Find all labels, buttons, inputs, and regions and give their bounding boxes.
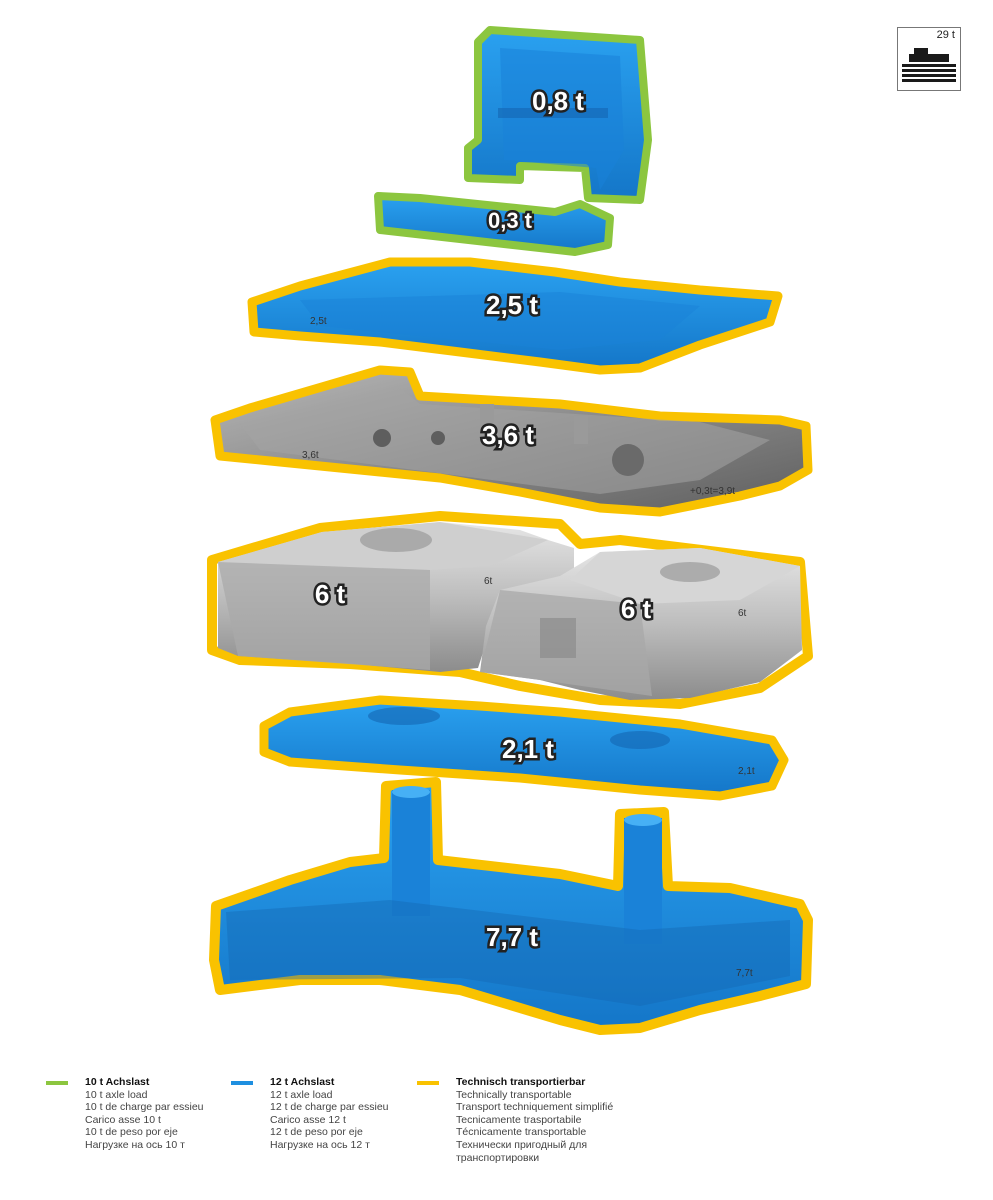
- legend-line: 10 t de charge par essieu: [85, 1101, 204, 1114]
- legend-line: 12 t axle load: [270, 1088, 333, 1101]
- part-6t-right: 6t 6 t: [480, 548, 802, 700]
- legend-swatch-green: [46, 1081, 68, 1085]
- legend-line: Técnicamente transportable: [456, 1126, 587, 1139]
- weight-label-0-3t: 0,3 t: [488, 208, 533, 233]
- part-3-6t: 3,6t +0,3t=3,9t 3,6 t: [210, 365, 813, 517]
- legend-line: 12 t de charge par essieu: [270, 1101, 389, 1114]
- legend-line: транспортировки: [456, 1151, 540, 1164]
- stamp-7-7t: 7,7t: [736, 968, 753, 979]
- part-2-5t: 2,5t 2,5 t: [247, 257, 783, 375]
- legend-line: Технически пригодный для: [456, 1138, 588, 1151]
- stamp-3-9t: +0,3t=3,9t: [690, 486, 735, 497]
- legend-line: Carico asse 12 t: [270, 1113, 346, 1126]
- total-weight-badge: 29 t: [897, 27, 961, 91]
- exploded-diagram: 0,8 t 0,3 t 2,5t 2,5 t 3,6t +0,3t=3,9t 3…: [207, 26, 813, 1035]
- legend-line: 10 t de peso por eje: [85, 1126, 178, 1139]
- legend: 10 t Achslast 10 t axle load 10 t de cha…: [0, 1076, 993, 1186]
- weight-label-2-1t: 2,1 t: [502, 734, 554, 764]
- legend-line: 10 t axle load: [85, 1088, 148, 1101]
- weight-label-6t-left: 6 t: [315, 579, 346, 609]
- stamp-2-1t: 2,1t: [738, 766, 755, 777]
- legend-title-green: 10 t Achslast: [85, 1076, 150, 1088]
- legend-line: Нагрузке на ось 12 т: [270, 1138, 370, 1151]
- stamp-6t-left: 6t: [484, 576, 493, 587]
- legend-line: Technically transportable: [456, 1088, 572, 1101]
- legend-line: Нагрузке на ось 10 т: [85, 1138, 185, 1151]
- part-6t-pair: 6t 6 t 6t 6 t: [207, 511, 813, 709]
- legend-title-blue: 12 t Achslast: [270, 1076, 335, 1088]
- weight-label-7-7t: 7,7 t: [486, 922, 538, 952]
- truck-load-icon: [902, 48, 956, 82]
- stamp-6t-right: 6t: [738, 608, 747, 619]
- weight-label-6t-right: 6 t: [621, 594, 652, 624]
- part-2-1t: 2,1t 2,1 t: [259, 695, 789, 801]
- weight-label-3-6t: 3,6 t: [482, 420, 534, 450]
- legend-title-yellow: Technisch transportierbar: [456, 1076, 586, 1088]
- legend-line: 12 t de peso por eje: [270, 1126, 363, 1139]
- stamp-3-6t: 3,6t: [302, 450, 319, 461]
- part-7-7t: 7,7t 7,7 t: [209, 777, 813, 1035]
- legend-line: Transport techniquement simplifié: [456, 1101, 614, 1114]
- total-weight-text: 29 t: [936, 29, 955, 41]
- part-0-8t: 0,8 t: [464, 26, 652, 204]
- weight-label-2-5t: 2,5 t: [486, 290, 538, 320]
- legend-swatch-yellow: [417, 1081, 439, 1085]
- legend-line: Tecnicamente trasportabile: [456, 1113, 582, 1126]
- part-0-3t: 0,3 t: [374, 192, 614, 256]
- weight-label-0-8t: 0,8 t: [532, 86, 584, 116]
- stamp-2-5t: 2,5t: [310, 316, 327, 327]
- legend-line: Carico asse 10 t: [85, 1113, 161, 1126]
- legend-swatch-blue: [231, 1081, 253, 1085]
